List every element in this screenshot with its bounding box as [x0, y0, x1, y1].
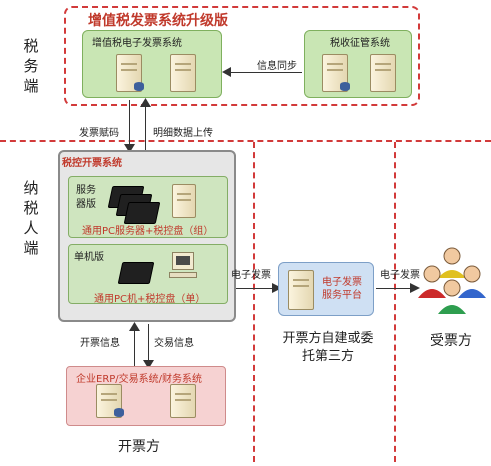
arrowhead-icon [410, 283, 420, 293]
server-icon [172, 184, 196, 218]
pc-keyboard-icon [169, 272, 197, 278]
einvoice-to-platform-arrow [236, 288, 276, 289]
detail-upload-label: 明细数据上传 [153, 128, 213, 139]
standalone-version-label: 单机版 [74, 252, 104, 263]
code-assign-label: 发票赋码 [79, 128, 119, 139]
arrowhead-icon [222, 67, 231, 77]
einvoice-system-label: 增值税电子发票系统 [92, 38, 182, 49]
upgrade-system-frame [64, 6, 420, 106]
invoice-info-label: 开票信息 [80, 338, 120, 349]
tax-admin-system-label: 税收征管系统 [330, 38, 390, 49]
taxpayer-side-label: 纳税人端 [23, 179, 39, 257]
database-icon [114, 408, 124, 417]
info-sync-arrow [226, 72, 302, 73]
upgrade-system-title: 增值税发票系统升级版 [88, 13, 228, 29]
issuer-label: 开票方 [118, 439, 160, 455]
server-icon [288, 270, 314, 310]
trade-info-label: 交易信息 [154, 338, 194, 349]
erp-system-label: 企业ERP/交易系统/财务系统 [76, 374, 203, 385]
tax-control-disk-icon [123, 202, 161, 224]
invoice-info-arrow [134, 324, 135, 366]
einvoice-to-recipient-arrow [376, 288, 414, 289]
server-icon [370, 54, 396, 92]
arrowhead-icon [143, 360, 154, 369]
einvoice-platform-label: 电子发票服务平台 [322, 277, 362, 301]
trade-info-arrow [148, 324, 149, 366]
arrowhead-icon [129, 322, 140, 331]
server-version-caption: 通用PC服务器+税控盘（组） [82, 226, 214, 237]
arrowhead-icon [140, 98, 151, 107]
code-assign-arrow [129, 100, 130, 150]
database-icon [134, 82, 144, 91]
issuer-platform-separator [253, 142, 255, 462]
platform-caption: 开票方自建或委托第三方 [282, 331, 374, 364]
tax-control-disk-icon [117, 262, 155, 284]
erp-system-box [66, 366, 226, 426]
detail-upload-arrow [145, 100, 146, 150]
tax-control-invoicing-title: 税控开票系统 [62, 158, 122, 169]
server-icon [170, 384, 196, 418]
arrowhead-icon [124, 144, 135, 153]
platform-recipient-separator [394, 142, 396, 462]
database-icon [340, 82, 350, 91]
standalone-version-caption: 通用PC机+税控盘（单） [94, 294, 206, 305]
server-version-label: 服务器版 [76, 185, 96, 210]
recipient-label: 受票方 [430, 333, 472, 349]
server-icon [170, 54, 196, 92]
tax-taxpayer-separator [0, 140, 491, 142]
pc-monitor-icon [172, 252, 194, 270]
info-sync-label: 信息同步 [257, 61, 297, 72]
einvoice-system-box [82, 30, 222, 98]
arrowhead-icon [272, 283, 282, 293]
einvoice-to-recipient-label: 电子发票 [380, 270, 420, 281]
einvoice-out-label: 电子发票 [231, 270, 271, 281]
recipient-people-icon [418, 247, 486, 314]
tax-side-label: 税务端 [23, 37, 39, 95]
